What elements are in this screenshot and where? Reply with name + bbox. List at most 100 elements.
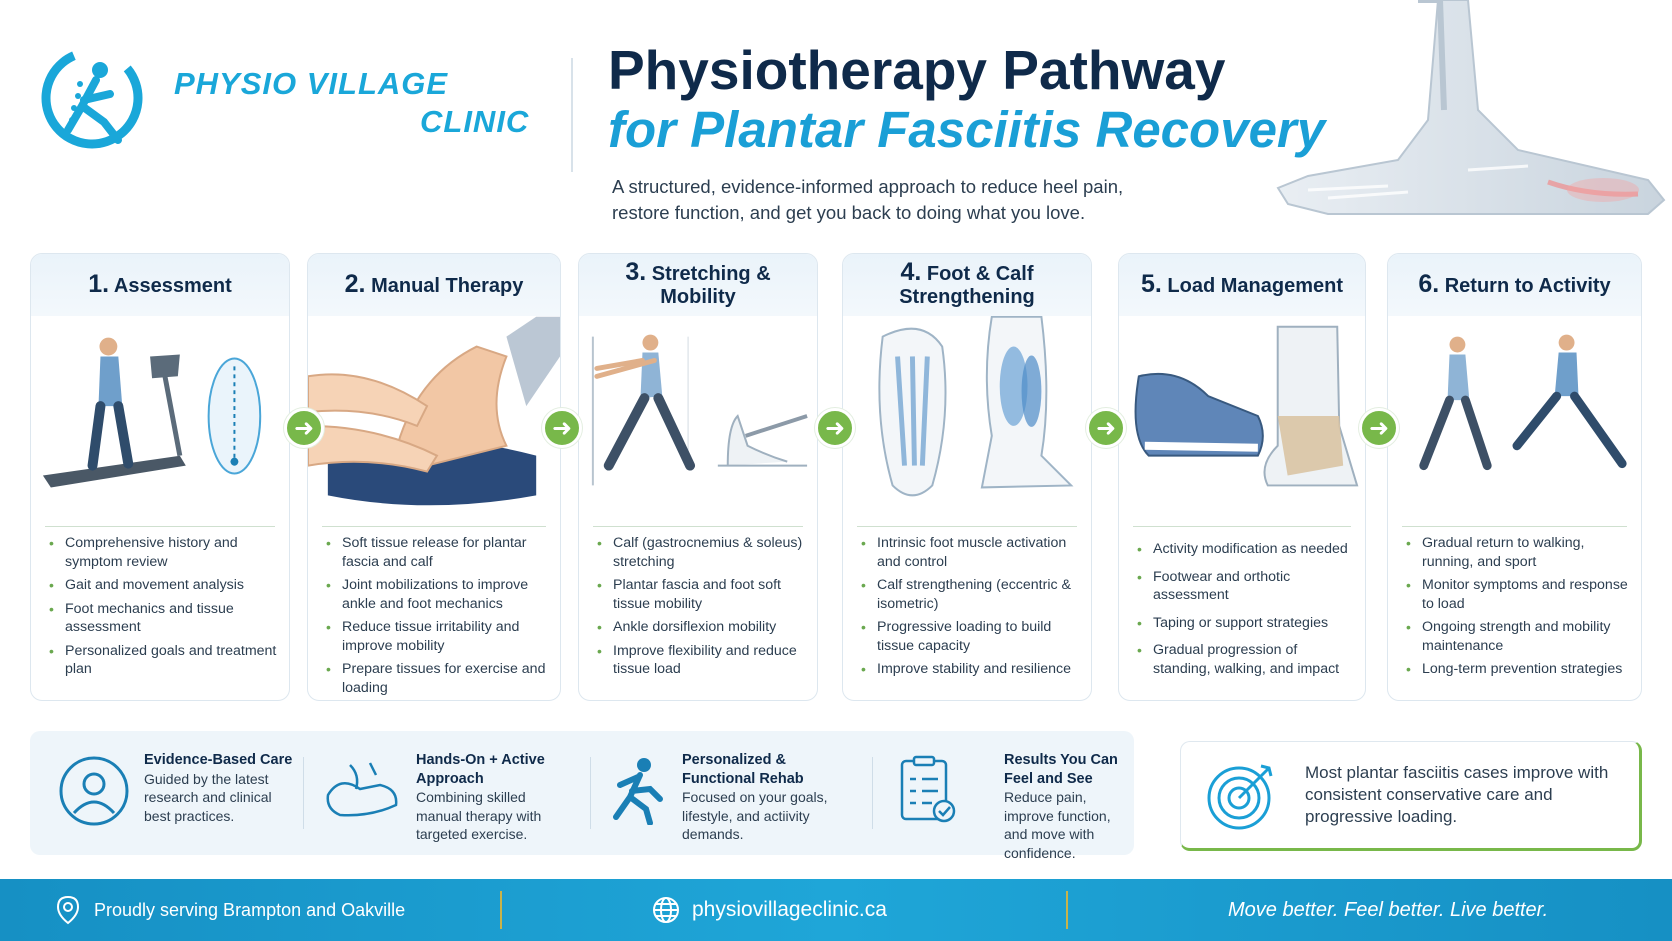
clinic-logo: PHYSIO VILLAGE CLINIC xyxy=(38,44,538,154)
calf-stretch-illustration xyxy=(591,334,808,486)
feature-title: Hands-On + Active Approach xyxy=(416,752,545,787)
step-title: 3. Stretching & Mobility xyxy=(625,258,771,309)
list-item: Ongoing strength and mobility maintenanc… xyxy=(1402,618,1633,655)
footer-website[interactable]: physiovillageclinic.ca xyxy=(652,879,887,941)
list-item: Foot mechanics and tissue assessment xyxy=(45,600,281,637)
header-divider xyxy=(571,58,573,172)
runner-icon xyxy=(613,758,663,825)
feature-desc: Reduce pain, improve function, and move … xyxy=(1004,789,1111,861)
list-item: Comprehensive history and symptom review xyxy=(45,534,281,571)
list-item: Intrinsic foot muscle activation and con… xyxy=(857,534,1083,571)
footer-location-text: Proudly serving Brampton and Oakville xyxy=(94,899,406,920)
footer-bar: Proudly serving Brampton and Oakville ph… xyxy=(0,879,1672,941)
list-item: Gait and movement analysis xyxy=(45,576,281,595)
step-list: Intrinsic foot muscle activation and con… xyxy=(857,534,1083,684)
target-icon xyxy=(1207,764,1273,830)
next-arrow-icon: ➜ xyxy=(542,408,582,448)
feature-personalized: Personalized & Functional Rehab Focused … xyxy=(604,731,894,855)
step-header: 1. Assessment xyxy=(31,254,289,316)
clinician-icon xyxy=(59,756,129,826)
next-arrow-icon: ➜ xyxy=(1359,408,1399,448)
step-header: 2. Manual Therapy xyxy=(308,254,560,316)
feature-results: Results You Can Feel and See Reduce pain… xyxy=(898,731,1134,861)
step-card-strengthening: 4. Foot & Calf Strengthening Intrinsic f… xyxy=(842,253,1092,701)
list-item: Activity modification as needed xyxy=(1133,540,1357,559)
globe-icon xyxy=(653,897,679,923)
foot-calf-anatomy-illustration xyxy=(878,316,1074,497)
feature-title: Personalized & Functional Rehab xyxy=(682,752,804,787)
next-arrow-icon: ➜ xyxy=(815,408,855,448)
step-list: Gradual return to walking, running, and … xyxy=(1402,534,1633,684)
step-divider xyxy=(45,526,275,527)
next-arrow-icon: ➜ xyxy=(284,408,324,448)
step-title: 2. Manual Therapy xyxy=(344,269,524,298)
list-item: Personalized goals and treatment plan xyxy=(45,642,281,679)
list-item: Joint mobilizations to improve ankle and… xyxy=(322,576,552,613)
step-divider xyxy=(322,526,546,527)
hands-foot-icon xyxy=(326,762,398,817)
callout-box: Most plantar fasciitis cases improve wit… xyxy=(1180,741,1642,851)
list-item: Plantar fascia and foot soft tissue mobi… xyxy=(593,576,809,613)
footer-divider xyxy=(500,891,502,929)
list-item: Progressive loading to build tissue capa… xyxy=(857,618,1083,655)
logo-emblem-icon xyxy=(41,47,143,149)
step-list: Calf (gastrocnemius & soleus) stretching… xyxy=(593,534,809,684)
walking-running-illustration xyxy=(1419,334,1627,471)
website-link[interactable]: physiovillageclinic.ca xyxy=(692,898,887,921)
step-header: 6. Return to Activity xyxy=(1388,254,1641,316)
foot-skeleton-illustration xyxy=(1276,0,1666,215)
feature-desc: Focused on your goals, lifestyle, and ac… xyxy=(682,789,828,842)
feature-divider xyxy=(303,757,304,829)
step-card-assessment: 1. Assessment Comprehensive history and … xyxy=(30,253,290,701)
footer-tagline: Move better. Feel better. Live better. xyxy=(1228,898,1549,921)
shoe-taping-illustration xyxy=(1134,325,1359,487)
step-title: 4. Foot & Calf Strengthening xyxy=(899,258,1035,309)
location-pin-icon xyxy=(56,895,80,925)
step-divider xyxy=(857,526,1077,527)
feature-desc: Combining skilled manual therapy with ta… xyxy=(416,789,542,842)
checklist-icon xyxy=(900,755,956,823)
treadmill-gait-illustration xyxy=(42,337,262,488)
list-item: Gradual progression of standing, walking… xyxy=(1133,641,1357,678)
list-item: Prepare tissues for exercise and loading xyxy=(322,660,552,697)
list-item: Footwear and orthotic assessment xyxy=(1133,568,1357,605)
page-title: Physiotherapy Pathway xyxy=(608,39,1226,101)
list-item: Improve stability and resilience xyxy=(857,660,1083,679)
manual-therapy-illustration xyxy=(308,316,560,506)
step-list: Comprehensive history and symptom review… xyxy=(45,534,281,684)
step-card-stretching: 3. Stretching & Mobility Calf (gastrocne… xyxy=(578,253,818,701)
feature-desc: Guided by the latest research and clinic… xyxy=(144,770,272,824)
step-divider xyxy=(593,526,803,527)
intro-text: A structured, evidence-informed approach… xyxy=(612,176,1124,223)
step-title: 6. Return to Activity xyxy=(1418,269,1611,298)
step-title: 1. Assessment xyxy=(88,269,232,298)
page-subtitle-title: for Plantar Fasciitis Recovery xyxy=(608,101,1326,158)
step-title: 5. Load Management xyxy=(1141,269,1343,298)
step-list: Soft tissue release for plantar fascia a… xyxy=(322,534,552,700)
list-item: Ankle dorsiflexion mobility xyxy=(593,618,809,637)
footer-divider xyxy=(1066,891,1068,929)
list-item: Long-term prevention strategies xyxy=(1402,660,1633,679)
brand-subname: CLINIC xyxy=(420,104,530,139)
feature-title: Evidence-Based Care xyxy=(144,752,293,768)
brand-name: PHYSIO VILLAGE xyxy=(174,66,449,101)
step-header: 5. Load Management xyxy=(1119,254,1365,316)
feature-hands-on: Hands-On + Active Approach Combining ski… xyxy=(320,731,590,855)
features-bar: Evidence-Based Care Guided by the latest… xyxy=(30,731,1134,861)
callout-text: Most plantar fasciitis cases improve wit… xyxy=(1305,763,1609,826)
feature-divider xyxy=(590,757,591,829)
step-header: 3. Stretching & Mobility xyxy=(579,254,817,316)
list-item: Calf strengthening (eccentric & isometri… xyxy=(857,576,1083,613)
next-arrow-icon: ➜ xyxy=(1086,408,1126,448)
list-item: Improve flexibility and reduce tissue lo… xyxy=(593,642,809,679)
step-list: Activity modification as needed Footwear… xyxy=(1133,540,1357,683)
step-header: 4. Foot & Calf Strengthening xyxy=(843,254,1091,316)
list-item: Reduce tissue irritability and improve m… xyxy=(322,618,552,655)
feature-title: Results You Can Feel and See xyxy=(1004,752,1118,787)
feature-divider xyxy=(872,757,873,829)
step-divider xyxy=(1402,526,1627,527)
step-card-load-management: 5. Load Management Activity modification… xyxy=(1118,253,1366,701)
list-item: Soft tissue release for plantar fascia a… xyxy=(322,534,552,571)
list-item: Taping or support strategies xyxy=(1133,614,1357,633)
step-card-return-to-activity: 6. Return to Activity Gradual return to … xyxy=(1387,253,1642,701)
